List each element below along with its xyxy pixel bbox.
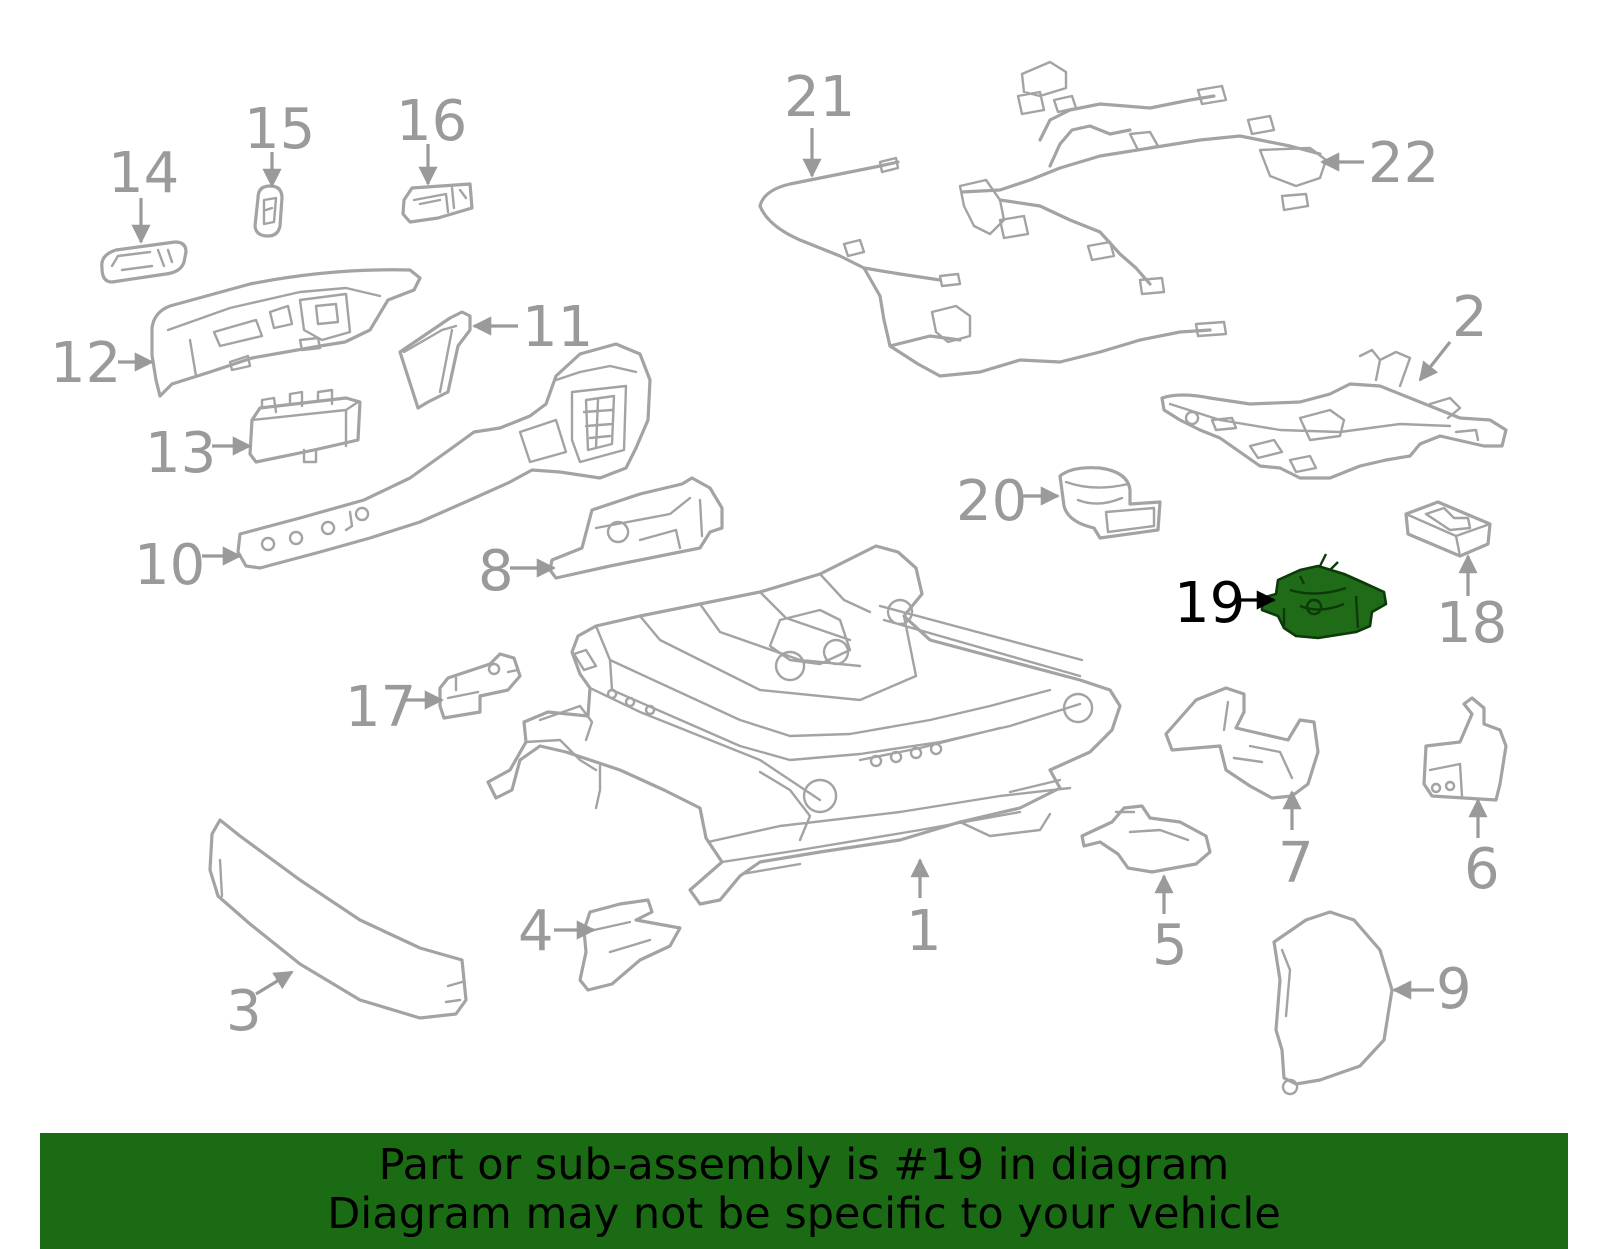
part-6[interactable]	[1422, 696, 1508, 802]
callout-9: 9	[1436, 957, 1472, 1022]
part-13[interactable]	[248, 388, 362, 464]
callout-5: 5	[1152, 913, 1188, 978]
callout-20: 20	[956, 469, 1027, 534]
callout-2: 2	[1452, 285, 1488, 350]
callout-10: 10	[134, 533, 205, 598]
callout-4: 4	[518, 899, 554, 964]
part-12[interactable]	[150, 268, 422, 398]
part-7[interactable]	[1164, 686, 1320, 800]
part-22[interactable]	[958, 60, 1328, 296]
callout-11: 11	[522, 295, 593, 360]
callout-14: 14	[108, 141, 179, 206]
part-16[interactable]	[401, 182, 474, 224]
part-3[interactable]	[208, 818, 468, 1020]
leader-3	[255, 970, 294, 996]
part-17[interactable]	[438, 652, 522, 720]
callout-12: 12	[50, 331, 121, 396]
callout-22: 22	[1368, 131, 1439, 196]
callout-8: 8	[478, 539, 514, 604]
callout-3: 3	[226, 979, 262, 1044]
part-21[interactable]	[758, 156, 1228, 378]
callout-21: 21	[784, 65, 855, 130]
callout-15: 15	[244, 97, 315, 162]
info-banner: Part or sub-assembly is #19 in diagram D…	[40, 1133, 1568, 1249]
part-14[interactable]	[100, 240, 188, 284]
leader-2	[1418, 341, 1452, 382]
part-5[interactable]	[1080, 804, 1212, 874]
part-15[interactable]	[253, 184, 284, 238]
callouts: 14 15 16 12 11 13 10 8 17 21 22 2	[50, 65, 1507, 1044]
part-9[interactable]	[1272, 910, 1394, 1096]
callout-13: 13	[145, 421, 216, 486]
callout-19: 19	[1174, 571, 1245, 636]
part-1[interactable]	[486, 544, 1122, 906]
callout-17: 17	[345, 675, 416, 740]
part-18[interactable]	[1404, 500, 1492, 558]
part-4[interactable]	[578, 898, 682, 992]
callout-16: 16	[396, 89, 467, 154]
banner-line-1: Part or sub-assembly is #19 in diagram	[378, 1140, 1230, 1190]
callout-1: 1	[906, 899, 942, 964]
callout-7: 7	[1278, 831, 1314, 896]
callout-6: 6	[1464, 837, 1500, 902]
banner-line-2: Diagram may not be specific to your vehi…	[327, 1189, 1281, 1239]
part-10[interactable]	[236, 342, 652, 570]
part-20[interactable]	[1058, 466, 1162, 540]
part-11[interactable]	[398, 310, 472, 410]
part-19[interactable]	[1260, 553, 1388, 640]
part-2[interactable]	[1160, 348, 1508, 480]
part-8[interactable]	[548, 476, 724, 580]
callout-18: 18	[1436, 591, 1507, 656]
